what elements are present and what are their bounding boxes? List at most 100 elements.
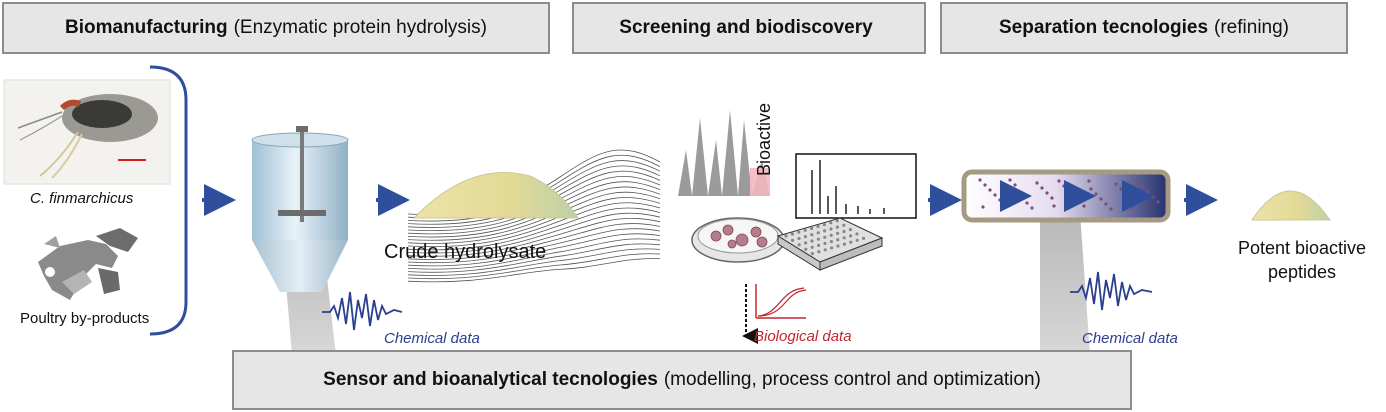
well	[836, 244, 840, 248]
well	[855, 238, 859, 242]
well	[829, 227, 833, 231]
crude-hydrolysate-label: Crude hydrolysate	[384, 241, 547, 263]
particle	[1013, 183, 1017, 187]
peptides-pile-icon	[1251, 190, 1331, 221]
well	[804, 247, 808, 251]
footer-sensor-technologies: Sensor and bioanalytical tecnologies (mo…	[232, 350, 1132, 410]
well	[849, 240, 853, 244]
well	[836, 238, 840, 242]
copepod-image	[3, 79, 171, 185]
well	[829, 221, 833, 225]
spectral-line	[407, 217, 661, 257]
particle	[1089, 187, 1093, 191]
particle	[1104, 202, 1108, 206]
well	[797, 236, 801, 241]
particle	[1067, 189, 1071, 193]
particle	[998, 198, 1002, 202]
spectral-line	[407, 233, 661, 267]
spectral-line	[407, 170, 661, 228]
particle	[993, 193, 997, 197]
particle	[1045, 191, 1049, 195]
chromatogram-icon	[668, 110, 790, 196]
particle	[1151, 195, 1155, 199]
dose-response-plot	[755, 284, 807, 319]
well	[829, 233, 833, 237]
well	[816, 237, 821, 241]
well	[797, 230, 801, 234]
potent-peptides-label: Potent bioactive peptides	[1218, 236, 1386, 284]
well	[816, 224, 820, 229]
source-bracket	[149, 65, 188, 336]
particle	[1052, 204, 1056, 208]
well	[797, 243, 801, 247]
spectral-line	[407, 243, 661, 273]
well	[803, 235, 808, 239]
well	[849, 234, 853, 238]
well	[835, 219, 839, 223]
spectral-line	[407, 228, 661, 264]
particle	[1077, 199, 1081, 203]
chemical-signal-2	[1070, 271, 1153, 311]
header-separation: Separation tecnologies (refining)	[940, 2, 1348, 54]
particle	[1119, 187, 1123, 191]
particle	[1146, 190, 1150, 194]
header-biomanufacturing-subtitle: (Enzymatic protein hydrolysis)	[233, 17, 487, 38]
well	[803, 228, 807, 232]
well	[848, 228, 853, 232]
particle	[1131, 205, 1135, 209]
well	[862, 236, 866, 240]
particle	[1114, 182, 1118, 186]
particle	[1062, 184, 1066, 188]
bioreactor-icon	[251, 126, 349, 292]
potent-peptides-line2: peptides	[1267, 262, 1337, 282]
particle	[1126, 200, 1130, 204]
well	[842, 236, 846, 240]
particle	[1087, 179, 1091, 183]
mass-spectrum-icon	[795, 153, 917, 219]
spectral-line	[407, 248, 661, 276]
well	[842, 229, 846, 234]
spectral-line	[407, 253, 661, 280]
well	[810, 245, 814, 249]
separation-column-icon	[961, 169, 1171, 223]
header-separation-title: Separation tecnologies	[998, 17, 1209, 38]
spectral-line	[407, 223, 661, 260]
well	[790, 232, 795, 236]
well	[816, 231, 820, 235]
footer-subtitle: (modelling, process control and optimiza…	[663, 369, 1041, 390]
well	[810, 233, 814, 237]
particle	[1136, 180, 1140, 184]
header-screening-title: Screening and biodiscovery	[619, 17, 873, 38]
particle	[1057, 179, 1061, 183]
well	[804, 241, 808, 245]
well	[822, 223, 827, 227]
header-screening: Screening and biodiscovery	[572, 2, 926, 54]
biological-data-label: Biological data	[754, 328, 852, 345]
potent-peptides-line1: Potent bioactive	[1237, 238, 1367, 258]
well	[810, 226, 814, 230]
hydrolysate-pile-icon	[412, 172, 579, 219]
well	[823, 248, 827, 252]
separation-sensor-beam	[1040, 212, 1090, 355]
particle	[1109, 207, 1113, 211]
particle	[1156, 200, 1160, 204]
well	[823, 229, 827, 233]
well	[810, 239, 814, 243]
well	[836, 231, 840, 235]
well	[791, 238, 795, 242]
chemical-data-label-1: Chemical data	[384, 330, 480, 347]
well	[830, 246, 834, 250]
well	[823, 241, 827, 246]
particle	[988, 188, 992, 192]
particle	[1082, 204, 1086, 208]
header-biomanufacturing-title: Biomanufacturing	[65, 17, 228, 38]
particle	[1008, 178, 1012, 182]
well	[842, 242, 847, 246]
well	[823, 235, 827, 239]
well	[784, 234, 788, 238]
spectral-line	[407, 160, 661, 222]
particle	[1040, 186, 1044, 190]
particle	[1094, 192, 1098, 196]
particle	[1025, 201, 1029, 205]
